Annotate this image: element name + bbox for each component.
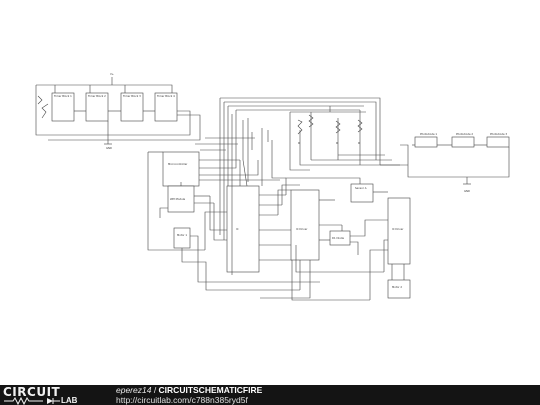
timer-block-label-1: Timer Block 1 <box>54 94 72 98</box>
ic-label: IC <box>236 227 239 231</box>
title-separator: / <box>151 385 159 395</box>
schematic-svg: Timer Block 1 Timer Block 2 Timer Block … <box>35 72 510 301</box>
resistor-label-2: R <box>336 141 338 145</box>
circuitlab-logo[interactable]: CIRCUIT LAB <box>3 385 95 405</box>
circuit-url[interactable]: http://circuitlab.com/c788n385ryd5f <box>116 395 248 405</box>
circuit-meta: eperez14 / CIRCUITSCHEMATICFIRE http://c… <box>116 385 262 405</box>
d1-label: D1 Diode <box>332 236 344 240</box>
motor-label-1: Motor 1 <box>177 233 187 237</box>
sensor-a-label: Sensor A <box>355 186 367 190</box>
photodiode-label-2: Photodiode 2 <box>456 132 473 136</box>
vcc-label: V+ <box>110 72 114 76</box>
circuit-title[interactable]: CIRCUITSCHEMATICFIRE <box>158 385 263 395</box>
gnd-label-1: GND <box>106 146 112 150</box>
ic-driver-label-1: IC Driver <box>296 227 308 231</box>
photodiode-label-1: Photodiode 1 <box>420 132 437 136</box>
motor-label-2: Motor 2 <box>392 285 402 289</box>
footer-bar: CIRCUIT LAB eperez14 / CIRCUITSCHEMATICF… <box>0 385 540 405</box>
timer-block-label-4: Timer Block 4 <box>157 94 175 98</box>
author-name[interactable]: eperez14 <box>116 385 152 395</box>
resistor-label-1: R <box>298 141 300 145</box>
timer-block-label-2: Timer Block 2 <box>88 94 106 98</box>
ic-driver-label-2: IC Driver <box>392 227 404 231</box>
wifi-module-label: Wifi Module <box>170 197 186 201</box>
resistor-label-3: R <box>358 141 360 145</box>
photodiode-label-3: Photodiode 3 <box>490 132 507 136</box>
microcontroller-label: Microcontroller <box>168 162 188 166</box>
logo-text-lab: LAB <box>61 396 78 405</box>
gnd-label-2: GND <box>464 189 470 193</box>
logo-wire-icon <box>4 397 60 405</box>
logo-bottom-row: LAB <box>3 397 95 405</box>
timer-block-label-3: Timer Block 3 <box>123 94 141 98</box>
logo-text-circuit: CIRCUIT <box>3 385 61 399</box>
schematic-canvas: Timer Block 1 Timer Block 2 Timer Block … <box>35 72 510 301</box>
